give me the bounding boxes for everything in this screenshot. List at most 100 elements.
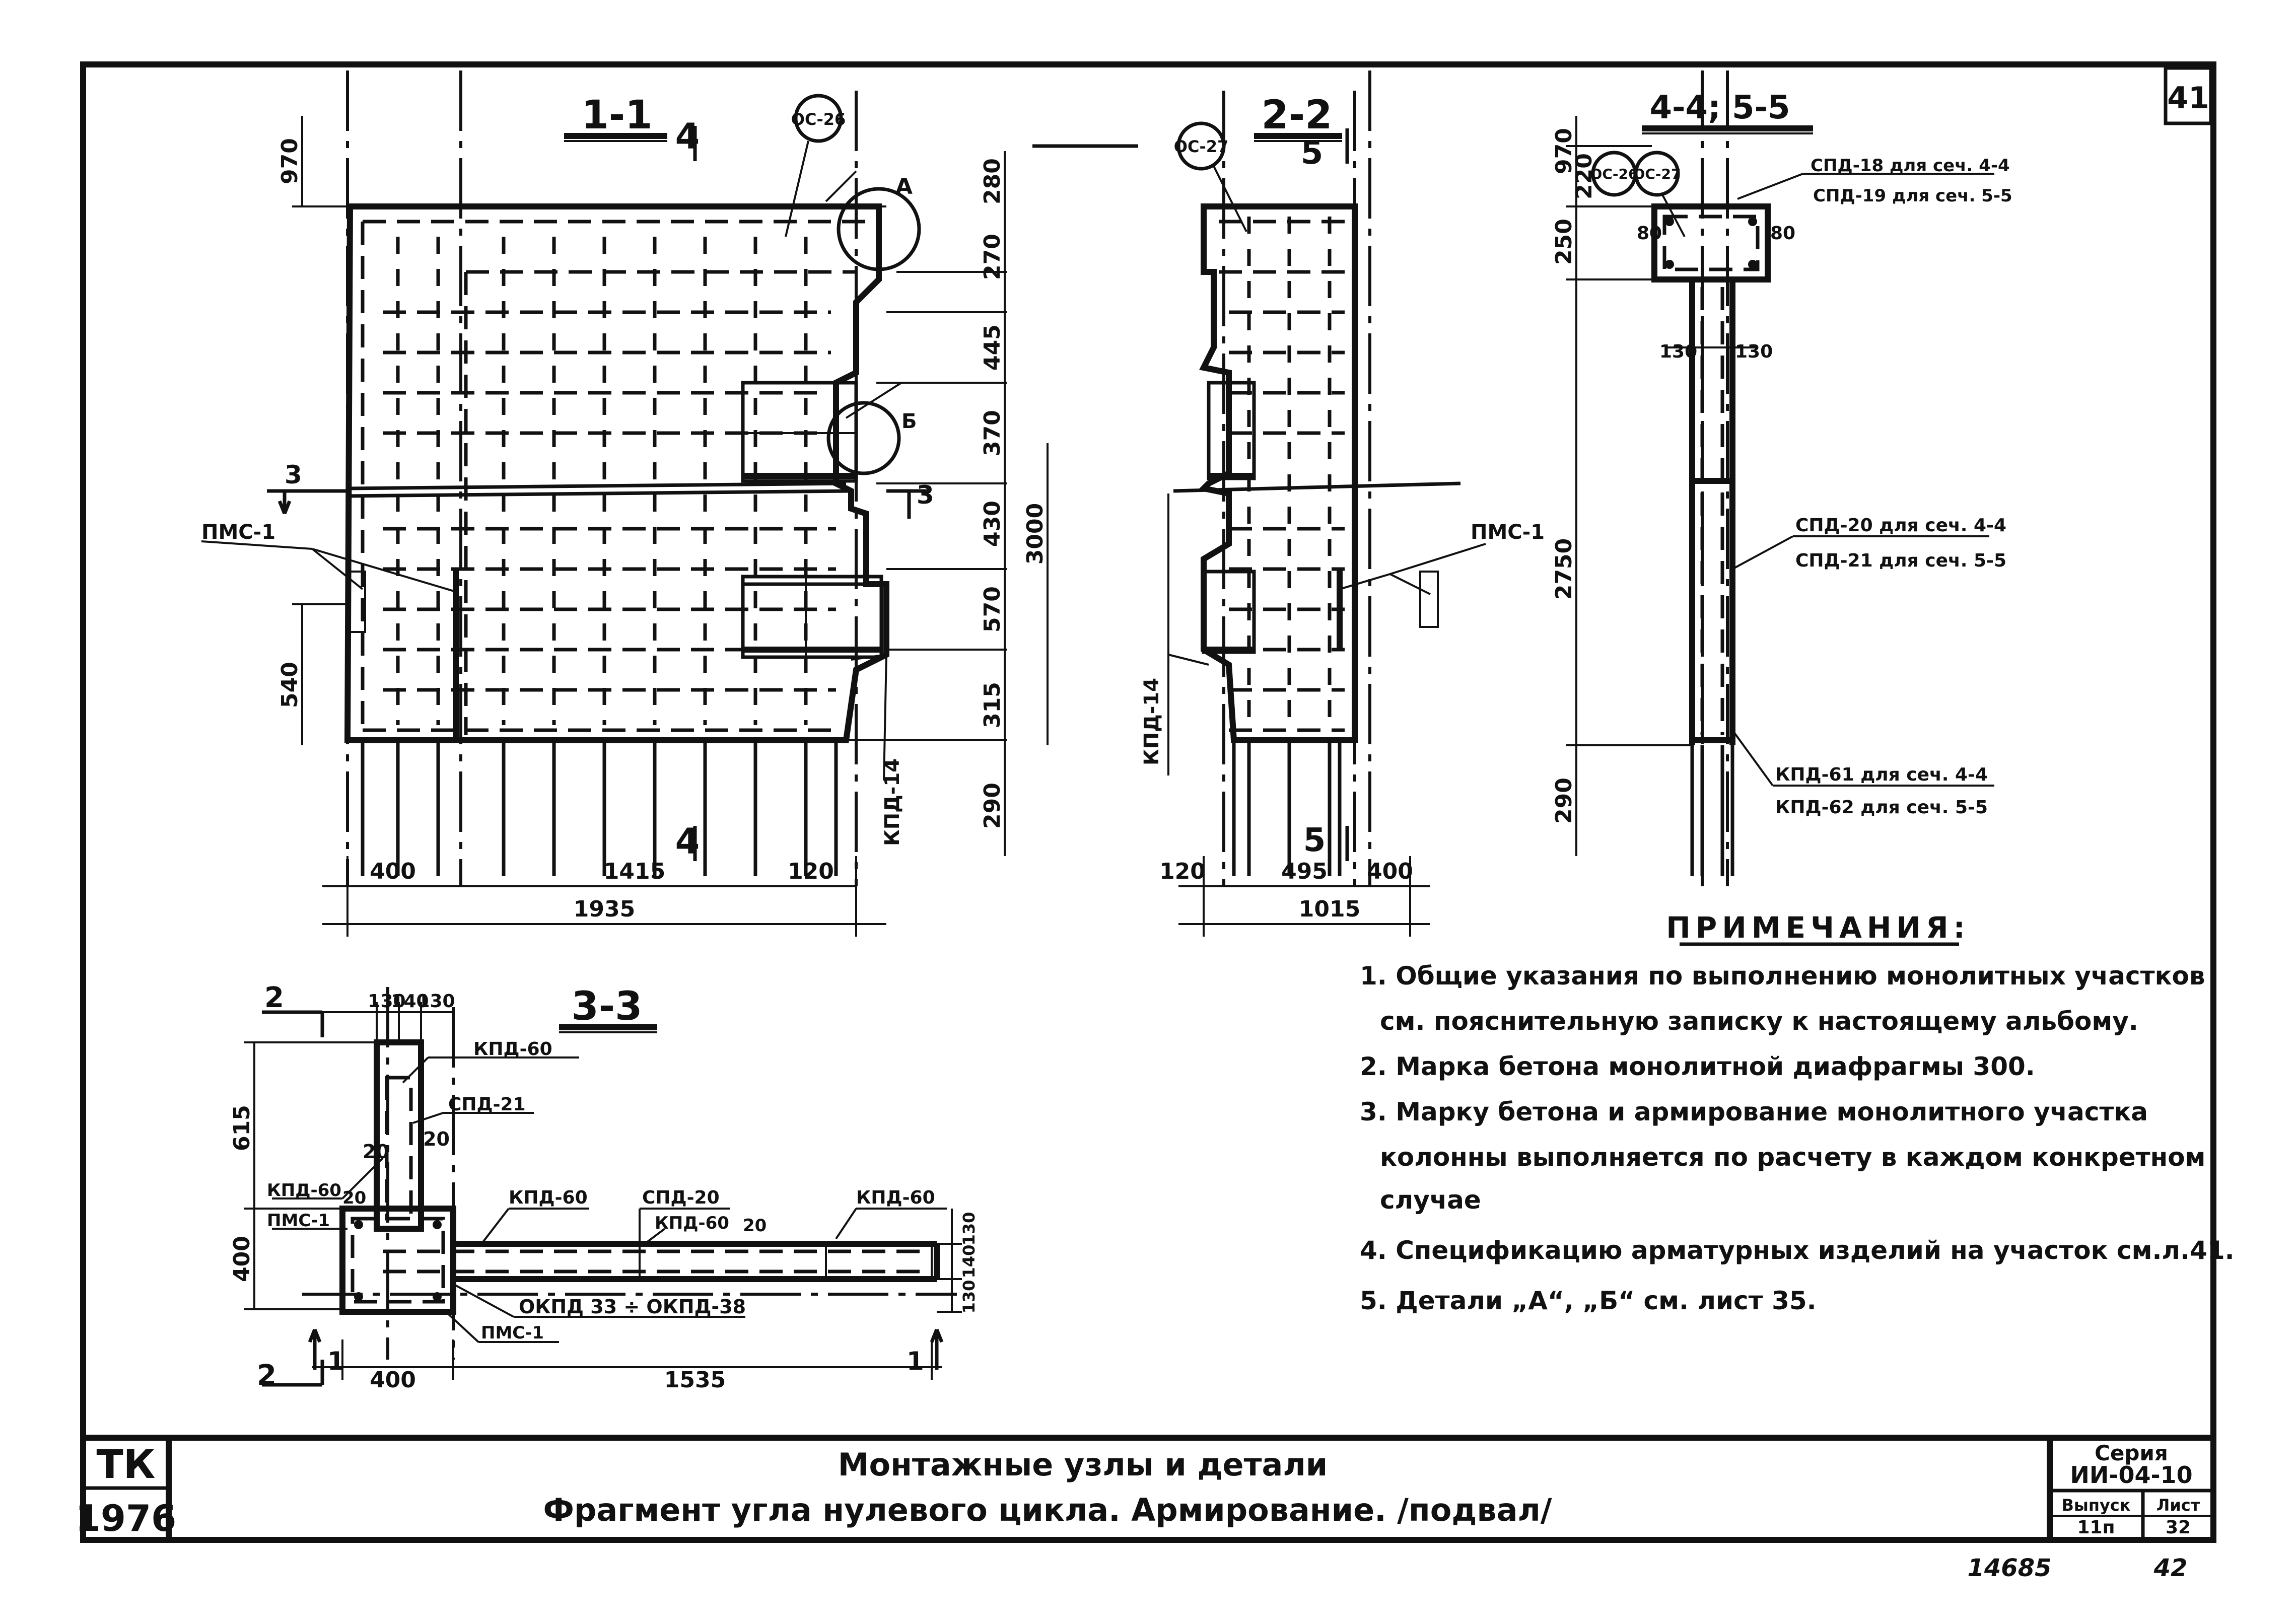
title-line-2: Фрагмент угла нулевого цикла. Армировани… [543, 1492, 1552, 1528]
note-line-4: 3. Марку бетона и армирование монолитног… [1360, 1097, 2148, 1126]
label-kpd60-a: КПД-60 [473, 1039, 552, 1060]
dim-33-130-right-a: 130 [959, 1212, 979, 1246]
section-mark-1-1-bottom: 4 [675, 821, 700, 862]
notes-heading: ПРИМЕЧАНИЯ: [1666, 910, 1970, 945]
label-kpd60-d: КПД-60 [655, 1213, 729, 1233]
dim-570: 570 [980, 586, 1005, 632]
dim-33-400: 400 [229, 1236, 255, 1282]
sheet-label: Лист [2156, 1496, 2200, 1515]
sheet-number: 41 [2167, 81, 2209, 116]
cut-mark-1-right: 1 [907, 1347, 924, 1376]
section-title-4-4-5-5: 4-4; 5-5 [1649, 89, 1790, 126]
note-line-5: колонны выполняется по расчету в каждом … [1380, 1143, 2205, 1172]
callout-oc26-b: ОС-26 [1590, 166, 1638, 182]
sheet-frame [80, 61, 2216, 1543]
dim-base-1935: 1935 [574, 896, 635, 922]
dim-280: 280 [980, 158, 1005, 204]
cut-mark-3-right: 3 [917, 480, 934, 510]
dim-22-120: 120 [1159, 859, 1206, 884]
dim-33-140: 140 [391, 991, 429, 1012]
label-spd19: СПД-19 для сеч. 5-5 [1813, 186, 2012, 206]
section-4-4-5-5 [1566, 70, 1994, 886]
series-value: ИИ-04-10 [2070, 1461, 2192, 1489]
cut-mark-2-top: 2 [264, 981, 284, 1014]
title-line-1: Монтажные узлы и детали [838, 1446, 1328, 1483]
stamp-page: 42 [2153, 1554, 2188, 1582]
dim-33-140-right: 140 [959, 1245, 979, 1279]
note-line-7: 4. Спецификацию арматурных изделий на уч… [1360, 1236, 2235, 1265]
dim-33-20-d: 20 [743, 1216, 767, 1236]
detail-a-label: А [895, 174, 913, 199]
dim-base-400: 400 [370, 859, 416, 884]
detail-b-label: Б [901, 410, 917, 433]
label-kpd60-e: КПД-60 [856, 1187, 935, 1208]
label-pms1-d: ПМС-1 [481, 1323, 544, 1343]
sheet-value: 32 [2166, 1517, 2191, 1538]
label-kpd14-a: КПД-14 [881, 758, 904, 846]
dim-4455-80-left: 80 [1637, 223, 1662, 244]
dim-290: 290 [980, 783, 1005, 829]
dim-33-130-a: 130 [368, 991, 405, 1012]
dim-4455-2750: 2750 [1551, 538, 1577, 600]
label-kpd61: КПД-61 для сеч. 4-4 [1775, 764, 1988, 785]
issue-value: 11п [2077, 1517, 2115, 1538]
section-mark-2-2-top: 5 [1301, 134, 1324, 172]
issue-label: Выпуск [2062, 1496, 2131, 1515]
dim-22-495: 495 [1281, 859, 1328, 884]
label-pms1-b: ПМС-1 [1471, 521, 1545, 544]
note-line-8: 5. Детали „А“, „Б“ см. лист 35. [1360, 1286, 1817, 1315]
dim-315: 315 [980, 682, 1005, 728]
dim-4455-130-right: 130 [1735, 341, 1773, 362]
label-pms1-a: ПМС-1 [201, 521, 275, 544]
label-okpd: ОКПД 33 ÷ ОКПД-38 [519, 1296, 746, 1318]
label-kpd62: КПД-62 для сеч. 5-5 [1775, 797, 1988, 818]
detail-a-circle [837, 187, 921, 271]
label-kpd60-b: КПД-60 [267, 1180, 341, 1201]
dim-33-130-right-b: 130 [959, 1280, 979, 1314]
note-line-2: см. пояснительную записку к настоящему а… [1380, 1007, 2138, 1036]
dim-33-615: 615 [229, 1105, 255, 1151]
title-block-org: ТК [97, 1442, 156, 1488]
dim-33-20-a: 20 [363, 1141, 389, 1163]
section-mark-1-1-top: 4 [675, 116, 700, 157]
section-2-2 [1167, 70, 1486, 937]
note-line-1: 1. Общие указания по выполнению монолитн… [1360, 961, 2205, 991]
section-mark-2-2-bottom: 5 [1303, 822, 1326, 859]
stamp-number: 14685 [1968, 1554, 2052, 1582]
label-spd18: СПД-18 для сеч. 4-4 [1811, 156, 2010, 176]
note-line-3: 2. Марка бетона монолитной диафрагмы 300… [1360, 1052, 2035, 1081]
dim-370: 370 [980, 410, 1005, 456]
dim-33-130-b: 130 [417, 991, 455, 1012]
cut-mark-3-left: 3 [285, 460, 302, 489]
dim-4455-130-left: 130 [1659, 341, 1697, 362]
dim-4455-970: 970 [1551, 128, 1577, 174]
callout-oc26: ОС-26 [791, 110, 846, 129]
dim-445: 445 [980, 324, 1005, 371]
dim-3000: 3000 [1022, 503, 1048, 564]
section-3-3 [244, 987, 962, 1387]
dim-4455-250: 250 [1551, 219, 1577, 265]
dim-33-base-1535: 1535 [664, 1367, 726, 1393]
callout-oc27-b: ОС-27 [1633, 166, 1681, 182]
title-block-year: 1976 [76, 1497, 176, 1539]
section-title-3-3: 3-3 [572, 984, 643, 1029]
dim-33-base-400: 400 [370, 1367, 416, 1393]
projecting-bars-2-2 [1232, 740, 1342, 876]
dim-4455-290: 290 [1551, 778, 1577, 824]
label-spd20-section: СПД-20 для сеч. 4-4 [1795, 515, 2006, 536]
section-title-2-2: 2-2 [1262, 93, 1333, 138]
section-1-1 [201, 70, 1138, 886]
detail-b-circle [826, 401, 901, 475]
dim-base-120: 120 [788, 859, 834, 884]
label-spd21-section: СПД-21 для сеч. 5-5 [1795, 550, 2006, 571]
dim-270: 270 [980, 234, 1005, 280]
dim-33-20-b: 20 [423, 1128, 450, 1150]
series-label: Серия [2095, 1441, 2168, 1465]
section-title-1-1: 1-1 [582, 93, 653, 138]
beam-1-1-upper [741, 381, 858, 483]
label-spd21: СПД-21 [448, 1094, 526, 1115]
label-pms1-c: ПМС-1 [267, 1211, 330, 1231]
dim-22-400: 400 [1367, 859, 1413, 884]
dim-4455-80-right: 80 [1770, 223, 1795, 244]
